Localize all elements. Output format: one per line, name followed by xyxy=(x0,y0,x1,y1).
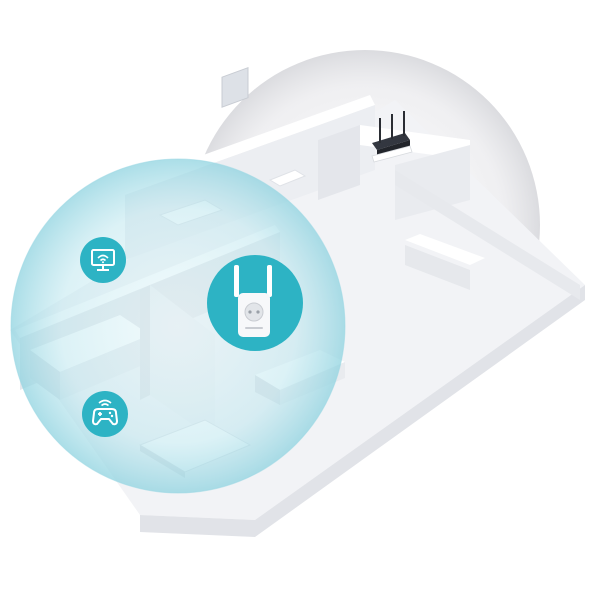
desk xyxy=(268,169,307,187)
cabinet-top xyxy=(405,234,485,265)
gamepad-wifi-icon xyxy=(92,399,118,426)
room-wall xyxy=(395,145,470,220)
cabinet xyxy=(405,245,470,290)
range-extender-icon xyxy=(234,265,272,337)
room-wall-top xyxy=(360,125,470,160)
monitor-wifi-icon xyxy=(91,249,115,271)
right-wall xyxy=(395,170,580,300)
room-wall xyxy=(318,125,360,200)
gamepad-badge xyxy=(82,391,128,437)
extender-badge xyxy=(207,255,303,351)
monitor-badge xyxy=(80,237,126,283)
router xyxy=(371,111,413,163)
window xyxy=(221,67,249,108)
extender-coverage-ring xyxy=(10,158,346,494)
